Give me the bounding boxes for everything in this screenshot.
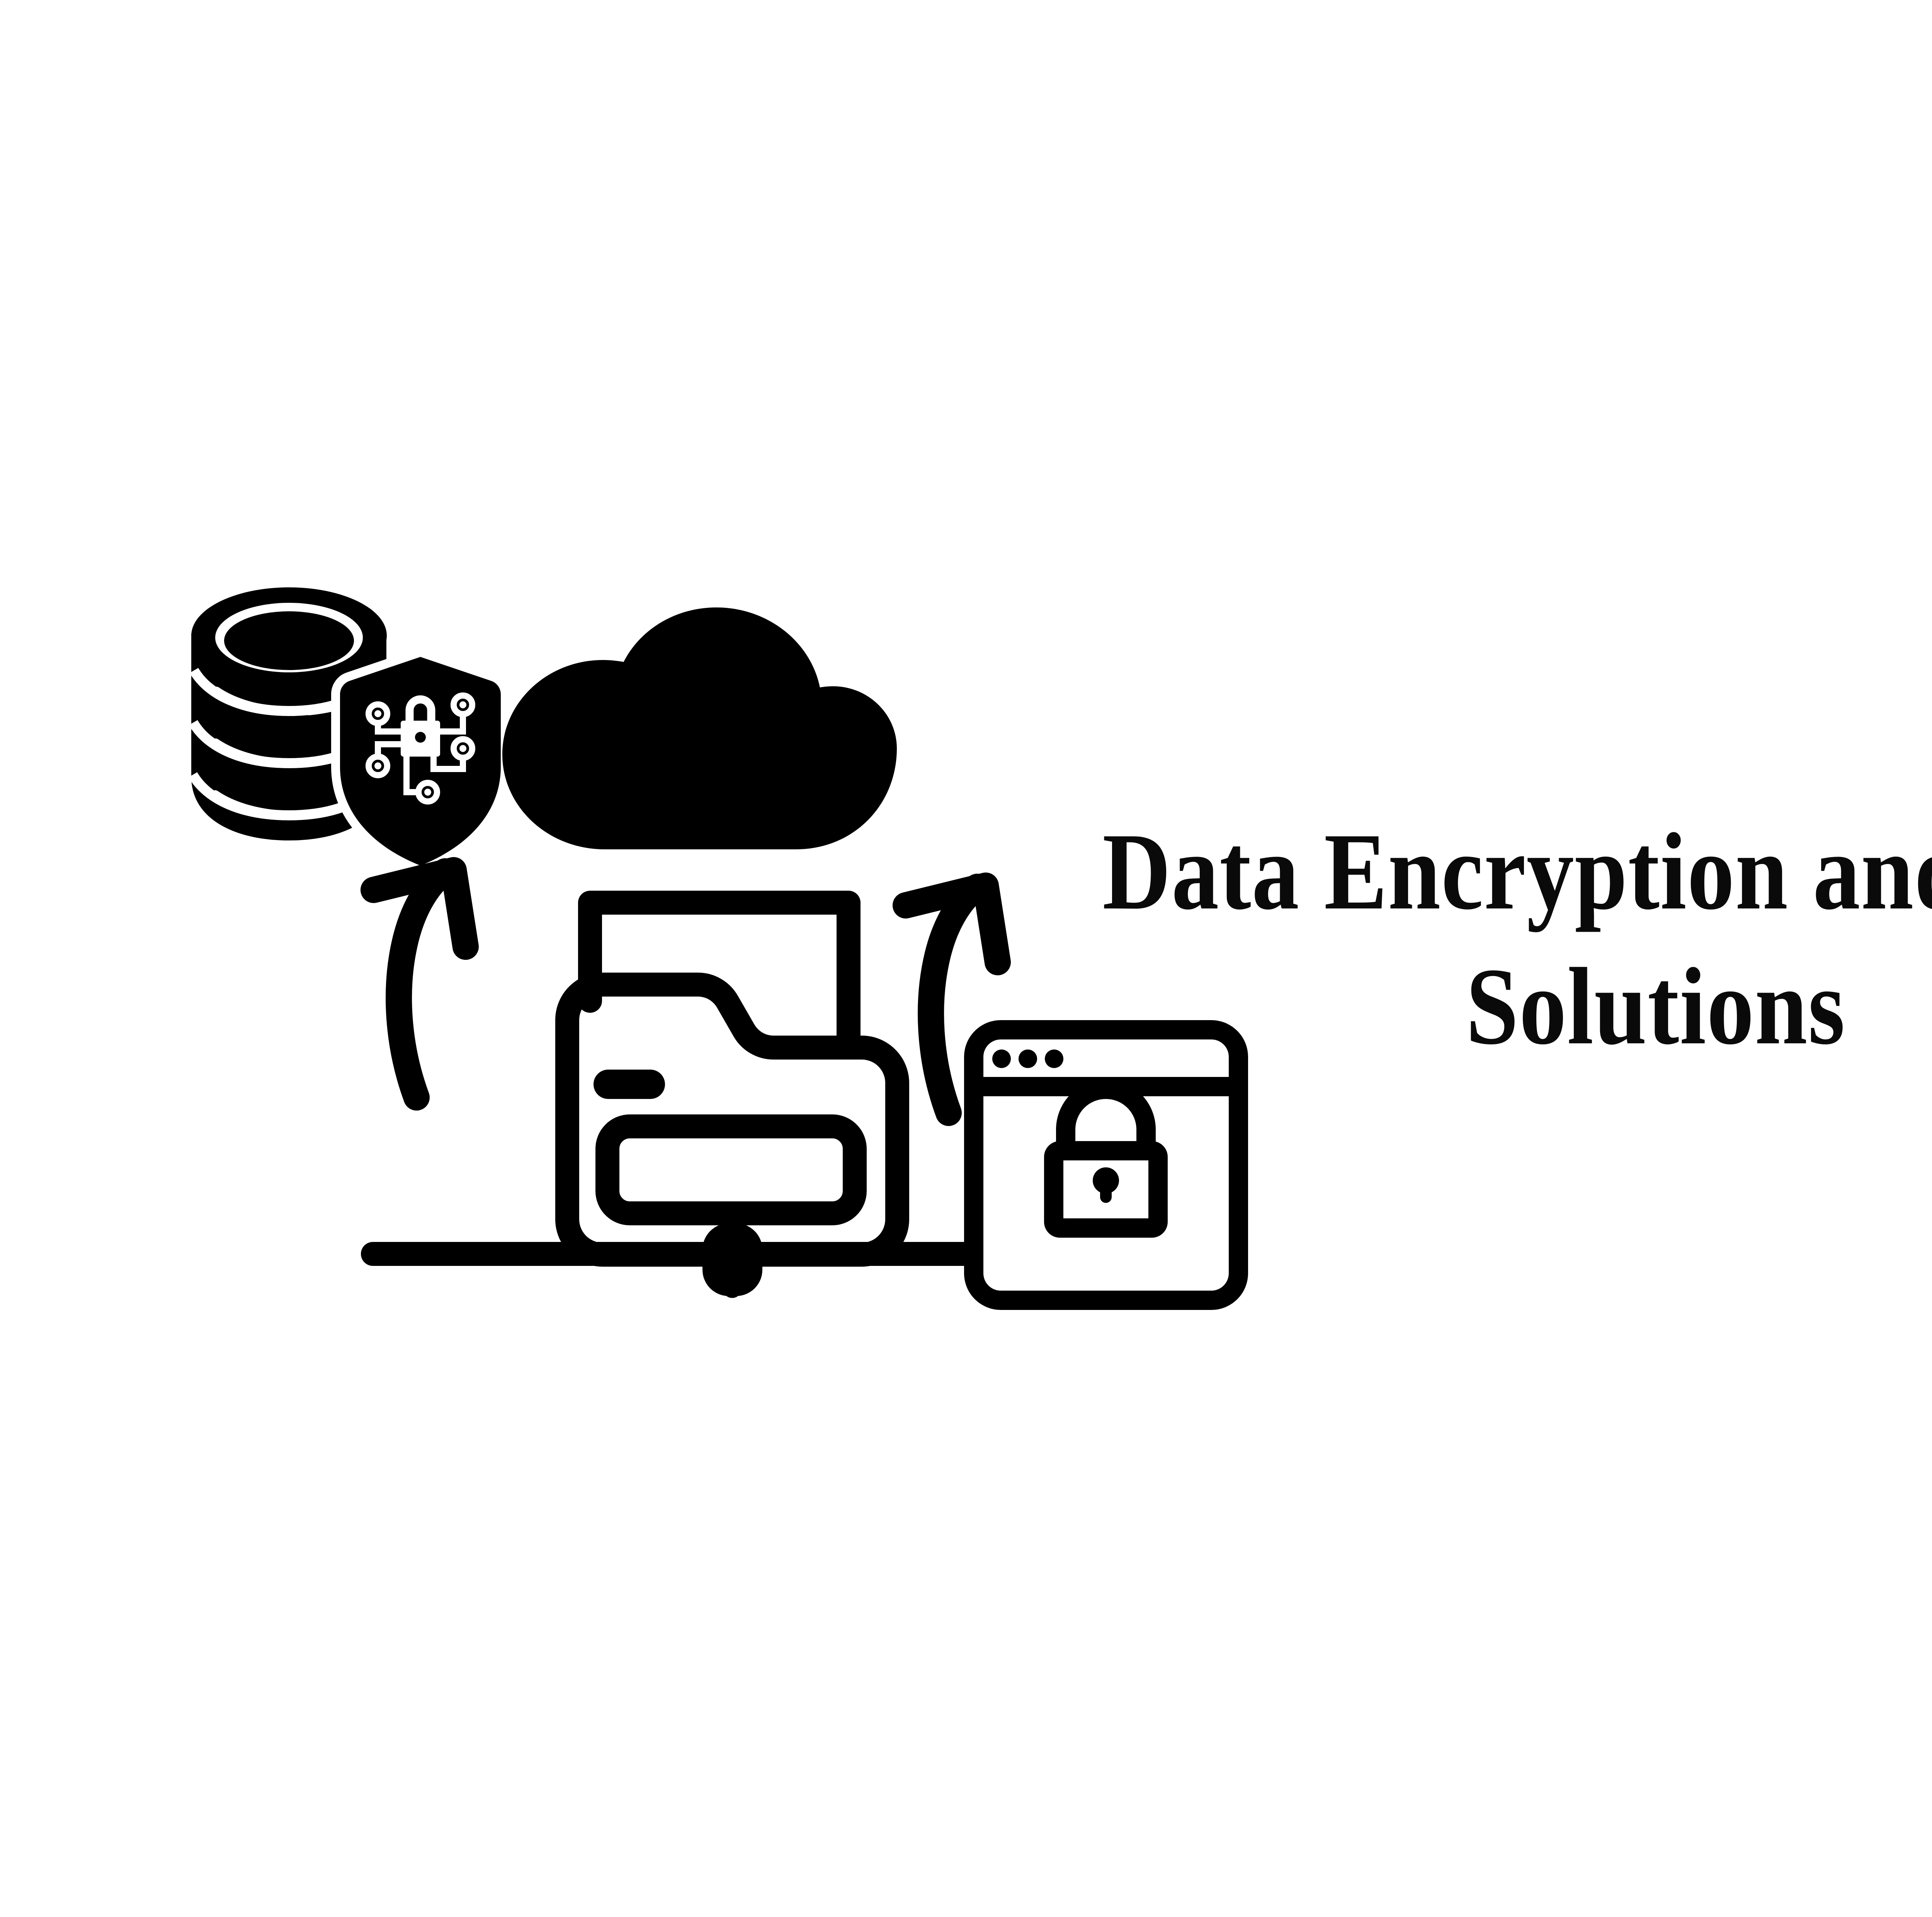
- page-title-line-1: Data Encryption and backup: [1102, 810, 1932, 932]
- window-dot-icon: [992, 1050, 1011, 1068]
- page-title: Data Encryption and backup Solutions: [1012, 815, 1932, 1062]
- padlock-icon: [1044, 1080, 1168, 1238]
- curved-up-arrow-icon-right: [893, 873, 1011, 1126]
- window-dot-icon: [1045, 1050, 1063, 1068]
- shield-circuit-lock-icon: [331, 647, 510, 875]
- network-node-icon: [702, 1223, 762, 1296]
- window-dot-icon: [1019, 1050, 1037, 1068]
- browser-window-lock-icon: [964, 1020, 1248, 1310]
- page-title-line-2: Solutions: [1466, 945, 1846, 1067]
- curved-up-arrow-icon-left: [361, 857, 479, 1111]
- cloud-icon: [502, 607, 897, 849]
